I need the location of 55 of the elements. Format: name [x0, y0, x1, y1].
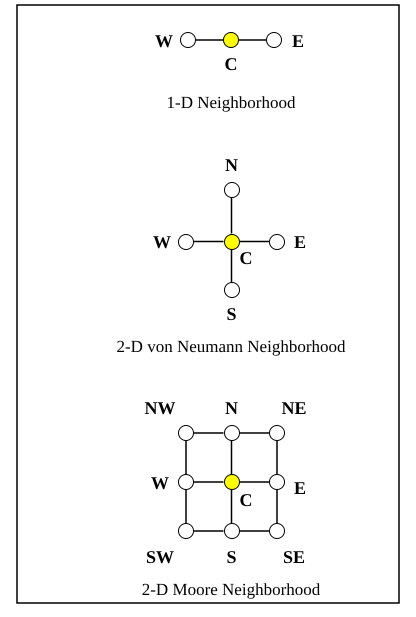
connector-line — [239, 39, 266, 41]
neighbor-cell-circle — [178, 234, 194, 250]
caption: 2-D von Neumann Neighborhood — [116, 337, 346, 357]
neighbor-cell-circle — [178, 425, 194, 441]
direction-label: C — [224, 55, 238, 73]
connector-line — [240, 240, 269, 242]
connector-line — [230, 490, 232, 523]
neighbor-cell-circle — [224, 182, 240, 198]
direction-label: E — [294, 233, 306, 251]
connector-line — [276, 441, 278, 474]
neighbor-cell-circle — [178, 474, 194, 490]
direction-label: W — [155, 32, 173, 50]
center-cell-circle — [223, 32, 239, 48]
connector-line — [240, 432, 269, 434]
caption: 2-D Moore Neighborhood — [142, 580, 320, 600]
direction-label: NW — [144, 399, 176, 417]
connector-line — [230, 441, 232, 474]
connector-line — [194, 530, 224, 532]
connector-line — [240, 481, 269, 483]
center-cell-circle — [224, 474, 240, 490]
direction-label: W — [153, 233, 171, 251]
connector-line — [230, 198, 232, 234]
neighbor-cell-circle — [269, 474, 285, 490]
connector-line — [185, 441, 187, 474]
connector-line — [276, 490, 278, 523]
direction-label: S — [226, 548, 236, 566]
caption: 1-D Neighborhood — [166, 93, 296, 113]
neighbor-cell-circle — [269, 523, 285, 539]
neighbor-cell-circle — [266, 32, 282, 48]
direction-label: NE — [282, 399, 306, 417]
neighbor-cell-circle — [269, 425, 285, 441]
connector-line — [194, 240, 224, 242]
direction-label: S — [226, 305, 236, 323]
neighbor-cell-circle — [180, 32, 196, 48]
direction-label: C — [240, 491, 252, 509]
connector-line — [194, 432, 224, 434]
direction-label: N — [225, 399, 238, 417]
direction-label: E — [294, 479, 306, 497]
direction-label: E — [292, 32, 304, 50]
neighbor-cell-circle — [178, 523, 194, 539]
neighbor-cell-circle — [224, 425, 240, 441]
direction-label: SE — [282, 548, 306, 566]
connector-line — [240, 530, 269, 532]
neighbor-cell-circle — [269, 234, 285, 250]
neighbor-cell-circle — [224, 523, 240, 539]
direction-label: SW — [146, 548, 174, 566]
connector-line — [185, 490, 187, 523]
center-cell-circle — [224, 234, 240, 250]
connector-line — [230, 250, 232, 282]
connector-line — [196, 39, 223, 41]
connector-line — [194, 481, 224, 483]
direction-label: W — [151, 474, 169, 492]
direction-label: C — [240, 249, 252, 267]
neighbor-cell-circle — [224, 282, 240, 298]
direction-label: N — [225, 156, 238, 174]
